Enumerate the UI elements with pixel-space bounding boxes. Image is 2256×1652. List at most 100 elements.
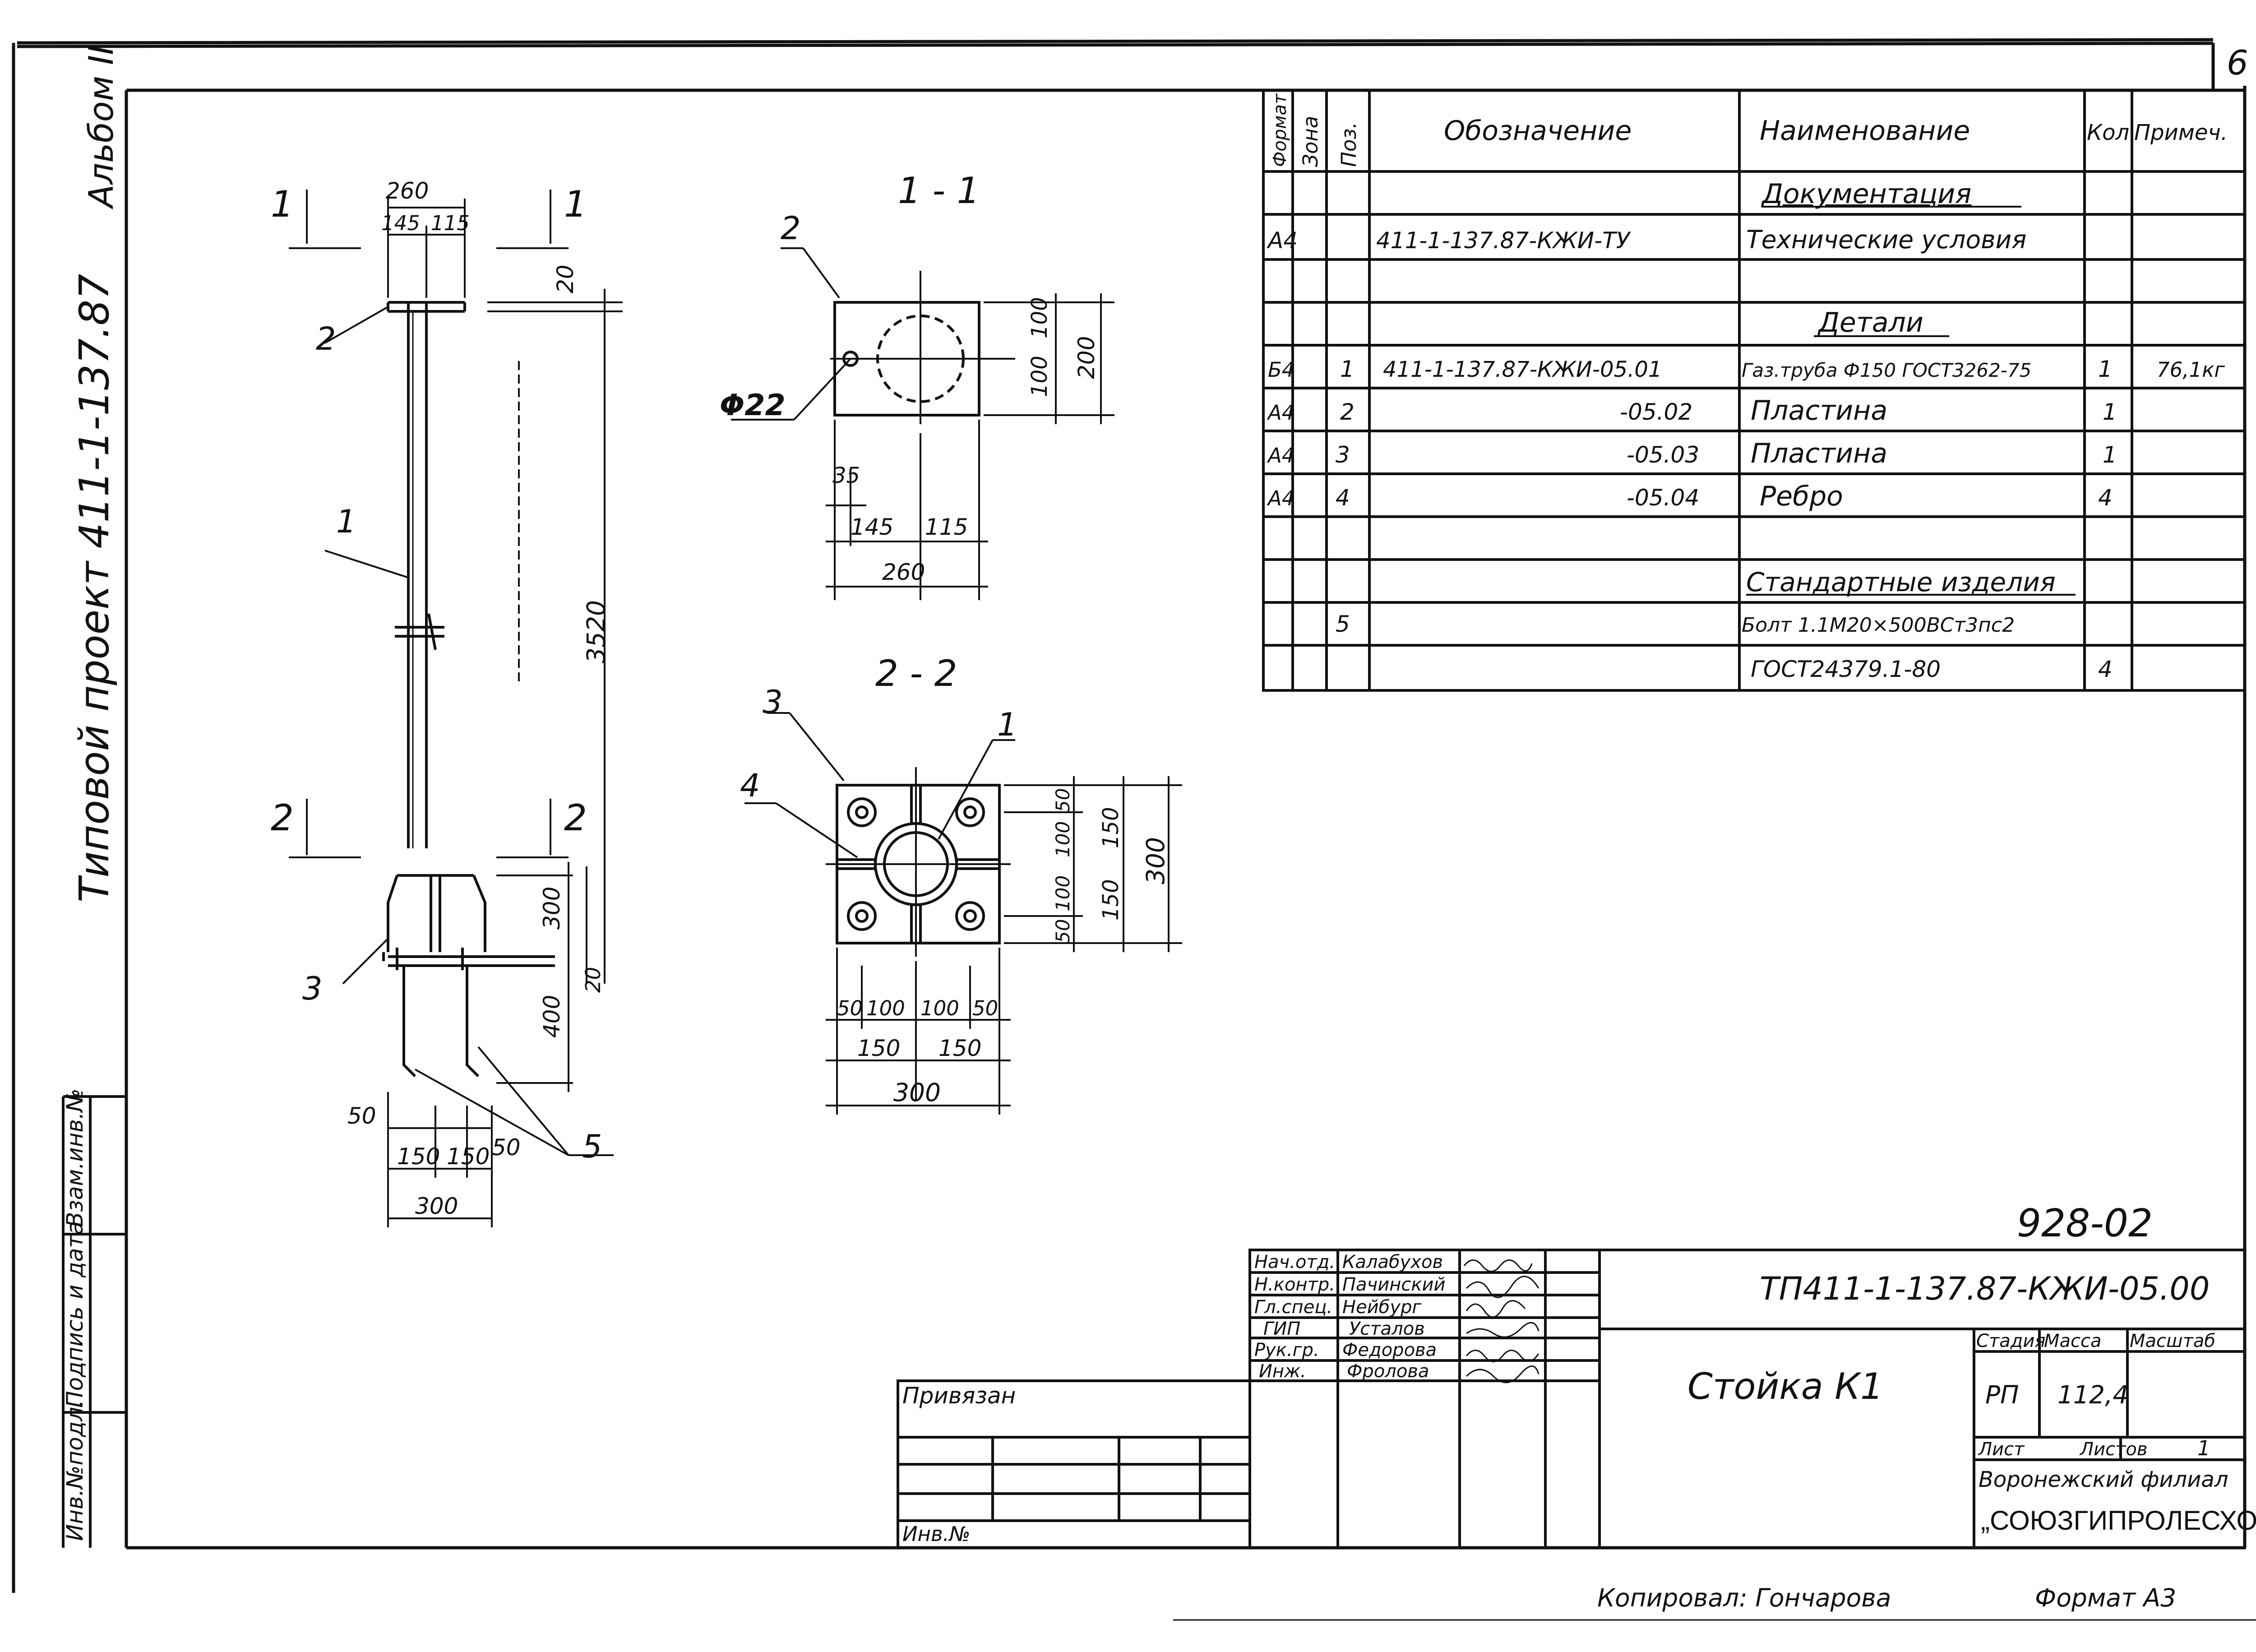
album-label: Альбом II bbox=[81, 45, 121, 209]
section-1-1-dim-115: 115 bbox=[925, 514, 968, 540]
dim-300-bottom: 300 bbox=[415, 1193, 458, 1219]
section-mark-2-left: 2 bbox=[271, 797, 294, 839]
tb-organization-2: „СОЮЗГИПРОЛЕСХОЗ" bbox=[1981, 1505, 2256, 1536]
dim-20-bottom: 20 bbox=[581, 967, 605, 993]
section-1-1-pos2: 2 bbox=[781, 210, 801, 247]
tb-sheets-label: Листов bbox=[2079, 1439, 2147, 1460]
header-zone: Зона bbox=[1299, 116, 1322, 167]
dim-115-top: 115 bbox=[431, 211, 470, 235]
section-2-2-dim-50-b: 50 bbox=[972, 996, 998, 1020]
row-3-name: Пластина bbox=[1751, 438, 1887, 469]
dim-145-top: 145 bbox=[381, 211, 420, 235]
section-1-1-hole: Φ22 bbox=[720, 389, 786, 422]
row-3-format: А4 bbox=[1267, 444, 1294, 467]
section-1-1-dim-100-bottom: 100 bbox=[1027, 356, 1052, 397]
tb-sheets-value: 1 bbox=[2197, 1436, 2210, 1460]
section-2-2-dim-100-a: 100 bbox=[866, 996, 905, 1020]
tb-person-2: Нейбург bbox=[1342, 1297, 1422, 1318]
tb-role-3: ГИП bbox=[1263, 1319, 1300, 1339]
project-title-vertical: Типовой проект 411-1-137.87 bbox=[71, 274, 118, 902]
pos-label-5: 5 bbox=[582, 1128, 602, 1165]
row-2-designation: -05.02 bbox=[1620, 399, 1692, 425]
row-doc-designation: 411-1-137.87-КЖИ-ТУ bbox=[1376, 227, 1632, 254]
row-doc-format: А4 bbox=[1267, 227, 1298, 254]
tb-role-4: Рук.гр. bbox=[1254, 1340, 1319, 1360]
section-2-2-dim-150-b: 150 bbox=[938, 1035, 981, 1061]
tb-role-5: Инж. bbox=[1259, 1361, 1306, 1382]
row-1-designation: 411-1-137.87-КЖИ-05.01 bbox=[1383, 357, 1662, 382]
left-strip bbox=[62, 1095, 126, 1548]
header-name: Наименование bbox=[1760, 115, 1970, 147]
tb-person-3: Усталов bbox=[1349, 1319, 1425, 1339]
strip-label-podpis: Подпись и дата bbox=[62, 1221, 88, 1408]
dim-150-left: 150 bbox=[397, 1143, 440, 1170]
section-2-2-dim-150-a: 150 bbox=[857, 1035, 900, 1061]
tb-sheet-label: Лист bbox=[1978, 1439, 2025, 1460]
section-2-2-dims bbox=[744, 712, 1182, 1115]
section-heading-documentation: Документация bbox=[1761, 178, 1971, 210]
row-2-qty: 1 bbox=[2103, 399, 2117, 425]
tb-privyazan: Привязан bbox=[902, 1383, 1016, 1409]
section-2-2-dim-50-a: 50 bbox=[837, 996, 863, 1020]
pos-label-2: 2 bbox=[316, 320, 336, 357]
row-3-pos: 3 bbox=[1336, 442, 1350, 468]
tb-stage-value: РП bbox=[1985, 1380, 2019, 1409]
tb-document-code: ТП411-1-137.87-КЖИ-05.00 bbox=[1760, 1270, 2210, 1307]
section-2-2-pos4: 4 bbox=[740, 767, 760, 804]
section-2-2-dim-100-b: 100 bbox=[920, 996, 959, 1020]
header-note: Примеч. bbox=[2134, 120, 2228, 145]
sheet-code: 928-02 bbox=[2017, 1201, 2153, 1246]
pos-label-1: 1 bbox=[336, 503, 356, 540]
tb-drawing-title: Стойка К1 bbox=[1687, 1365, 1883, 1407]
strip-label-inv: Инв.№подл. bbox=[62, 1400, 88, 1541]
dim-300-height: 300 bbox=[539, 887, 565, 930]
header-format: Формат bbox=[1270, 93, 1290, 167]
tb-person-4: Федорова bbox=[1342, 1340, 1437, 1360]
section-2-2-dim-150-bottom: 150 bbox=[1098, 879, 1123, 921]
tb-mass-value: 112,4 bbox=[2057, 1380, 2128, 1409]
dim-20-top: 20 bbox=[552, 264, 578, 293]
row-5-pos: 5 bbox=[1336, 611, 1350, 637]
column-elevation bbox=[382, 301, 555, 1078]
section-2-2-dim-50-bottom: 50 bbox=[1052, 919, 1074, 943]
tb-person-0: Калабухов bbox=[1342, 1252, 1443, 1273]
section-heading-standard: Стандартные изделия bbox=[1746, 567, 2056, 597]
row-1-pos: 1 bbox=[1340, 356, 1355, 382]
pos-label-3: 3 bbox=[302, 970, 323, 1007]
section-1-1-dim-200: 200 bbox=[1073, 336, 1100, 379]
row-3-designation: -05.03 bbox=[1627, 442, 1699, 468]
section-2-2-dim-50-top: 50 bbox=[1052, 788, 1074, 812]
row-1-format: Б4 bbox=[1268, 358, 1295, 382]
tb-person-1: Пачинский bbox=[1342, 1274, 1446, 1295]
dim-3520: 3520 bbox=[582, 600, 610, 663]
spec-table-grid bbox=[1262, 89, 2246, 692]
header-pos: Поз. bbox=[1337, 122, 1361, 167]
row-1-name: Газ.труба Ф150 ГОСТ3262-75 bbox=[1742, 359, 2031, 381]
dim-150-right: 150 bbox=[447, 1143, 490, 1170]
row-4-designation: -05.04 bbox=[1627, 485, 1699, 511]
row-5-name: Болт 1.1М20×500ВСт3пс2 bbox=[1742, 614, 2015, 637]
tb-role-2: Гл.спец. bbox=[1254, 1297, 1332, 1318]
section-1-1-dim-260: 260 bbox=[882, 559, 925, 585]
section-2-2-pos3: 3 bbox=[763, 684, 783, 721]
dim-50-left: 50 bbox=[347, 1103, 376, 1129]
section-2-2-dim-300-bottom: 300 bbox=[893, 1078, 941, 1107]
sheet-number: 6 bbox=[2227, 43, 2248, 83]
section-heading-details: Детали bbox=[1817, 307, 1923, 338]
header-designation: Обозначение bbox=[1444, 115, 1632, 147]
section-2-2-title: 2 - 2 bbox=[875, 652, 957, 694]
title-block-grid bbox=[897, 1249, 2246, 1549]
section-2-2-dim-150-top: 150 bbox=[1098, 807, 1123, 848]
header-qty: Кол. bbox=[2087, 120, 2136, 145]
row-4-format: А4 bbox=[1267, 486, 1294, 510]
signature-scribbles bbox=[1463, 1259, 1539, 1384]
section-mark-1-right: 1 bbox=[564, 183, 587, 225]
section-1-1-dim-35: 35 bbox=[832, 463, 860, 488]
section-mark-1-left: 1 bbox=[271, 183, 294, 225]
tb-person-5: Фролова bbox=[1347, 1361, 1429, 1382]
tb-inv-no: Инв.№ bbox=[902, 1522, 971, 1546]
tb-organization: Воронежский филиал bbox=[1979, 1467, 2228, 1492]
row-2-pos: 2 bbox=[1340, 399, 1355, 425]
row-1-note: 76,1кг bbox=[2157, 358, 2225, 382]
